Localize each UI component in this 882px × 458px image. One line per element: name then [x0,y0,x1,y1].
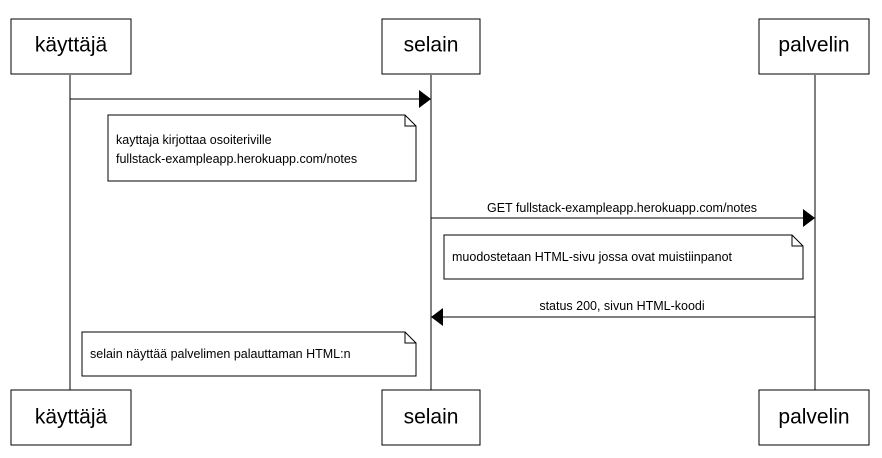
message-label: GET fullstack-exampleapp.herokuapp.com/n… [487,201,757,215]
arrowhead [803,209,815,227]
actor-label: selain [404,406,459,429]
actor-kayttaja-top: käyttäjä [10,18,132,75]
actor-palvelin-top: palvelin [758,18,870,75]
actor-label: käyttäjä [35,34,108,57]
note-build-html-page: muodostetaan HTML-sivu jossa ovat muisti… [443,234,804,280]
message-status-200: status 200, sivun HTML-koodi [431,299,815,326]
message-get-notes: GET fullstack-exampleapp.herokuapp.com/n… [431,201,815,227]
actor-label: palvelin [778,406,849,429]
note-text-line: selain näyttää palvelimen palauttaman HT… [90,347,351,361]
actor-selain-top: selain [381,18,481,75]
actor-label: selain [404,34,459,57]
actor-label: palvelin [778,34,849,57]
actor-selain-bottom: selain [381,389,481,446]
arrowhead [419,90,431,108]
note-text-line: fullstack-exampleapp.herokuapp.com/notes [116,152,357,166]
message-label: status 200, sivun HTML-koodi [539,299,704,313]
note-browser-shows-html: selain näyttää palvelimen palauttaman HT… [81,331,417,377]
actor-kayttaja-bottom: käyttäjä [10,389,132,446]
arrowhead [431,308,443,326]
actor-label: käyttäjä [35,406,108,429]
note-user-types-address: kayttaja kirjottaa osoiteriville fullsta… [107,114,417,182]
actor-palvelin-bottom: palvelin [758,389,870,446]
note-text-line: muodostetaan HTML-sivu jossa ovat muisti… [452,250,733,264]
message-kayttaja-to-selain [70,90,431,108]
note-text-line: kayttaja kirjottaa osoiteriville [116,133,272,147]
